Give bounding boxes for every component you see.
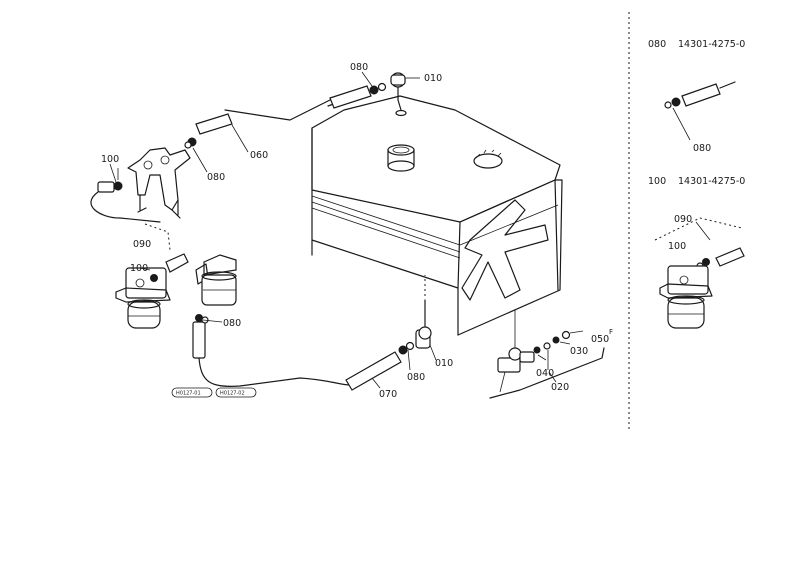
entry2-callout-090: 090 — [674, 214, 692, 225]
callout-050-suffix: F — [609, 328, 613, 336]
fuel-filter-center — [192, 254, 351, 387]
callout-080-lower: 080 — [407, 372, 425, 383]
callout-080-upper-left: 080 — [207, 172, 225, 183]
callout-090-left: 090 — [133, 239, 151, 250]
leader-lines — [109, 71, 557, 389]
side-panel-entry-080: 080 14301-4275-0 080 — [648, 39, 745, 154]
code-boxes: H0127-01 H0127-02 — [171, 387, 257, 398]
callout-100-mid: 100 — [130, 263, 148, 274]
callout-080-filter: 080 — [223, 318, 241, 329]
code-box-a: H0127-01 — [176, 391, 201, 397]
entry1-part-number: 14301-4275-0 — [678, 39, 745, 50]
fitting-010-lower — [415, 299, 432, 349]
clamp-080-upper-left — [184, 137, 197, 149]
fuel-filter-left — [115, 253, 189, 329]
code-box-b: H0127-02 — [220, 391, 245, 397]
hose-060 — [195, 85, 372, 135]
callout-labels: 010 080 060 080 100 090 100 080 070 080 … — [101, 62, 613, 400]
entry2-ref: 100 — [648, 176, 666, 187]
callout-060: 060 — [250, 150, 268, 161]
callout-030: 030 — [570, 346, 588, 357]
entry1-ref: 080 — [648, 39, 666, 50]
hose-070 — [345, 341, 415, 391]
entry2-callout-100: 100 — [668, 241, 686, 252]
side-panel-entry-100: 100 14301-4275-0 090 100 — [648, 176, 745, 329]
callout-020: 020 — [551, 382, 569, 393]
drain-cock-assembly — [489, 330, 605, 399]
entry2-part-number: 14301-4275-0 — [678, 176, 745, 187]
callout-080-top: 080 — [350, 62, 368, 73]
callout-050: 050 — [591, 334, 609, 345]
callout-070: 070 — [379, 389, 397, 400]
callout-040: 040 — [536, 368, 554, 379]
entry1-callout-080: 080 — [693, 143, 711, 154]
callout-100-left: 100 — [101, 154, 119, 165]
callout-010-lower: 010 — [435, 358, 453, 369]
injector-assembly — [90, 147, 191, 223]
fitting-010-top — [369, 72, 406, 111]
callout-010-top: 010 — [424, 73, 442, 84]
fuel-tank — [311, 95, 563, 336]
